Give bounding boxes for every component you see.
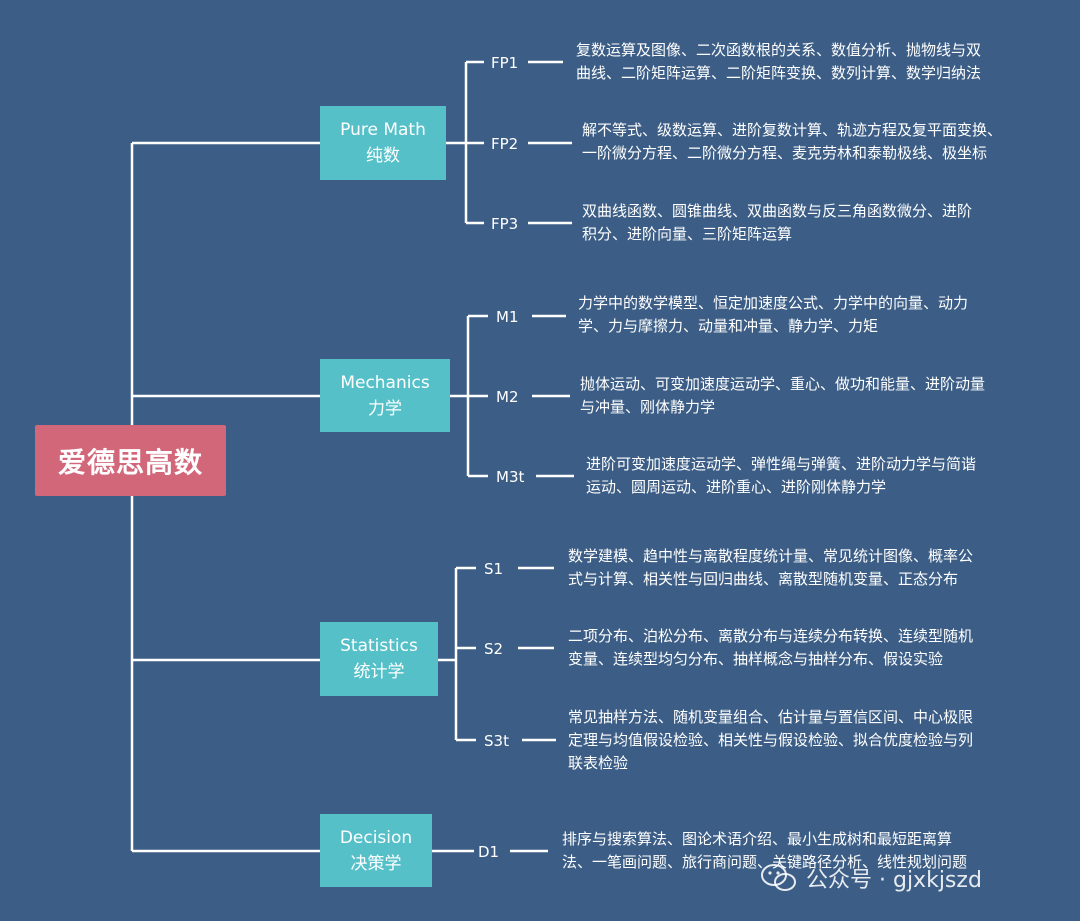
desc-line: 运动、圆周运动、进阶重心、进阶刚体静力学: [586, 478, 887, 496]
desc-line: 进阶可变加速度运动学、弹性绳与弹簧、进阶动力学与简谐: [586, 455, 977, 473]
desc-line: 抛体运动、可变加速度运动学、重心、做功和能量、进阶动量: [580, 375, 986, 393]
module-desc-m3t: 进阶可变加速度运动学、弹性绳与弹簧、进阶动力学与简谐 运动、圆周运动、进阶重心、…: [586, 453, 976, 499]
category-mechanics: Mechanics 力学: [320, 359, 450, 432]
desc-line: 曲线、二阶矩阵运算、二阶矩阵变换、数列计算、数学归纳法: [576, 64, 982, 82]
category-label-zh: 力学: [368, 398, 402, 419]
module-code-fp2: FP2: [491, 135, 519, 153]
module-code-fp1: FP1: [491, 54, 519, 72]
desc-line: 排序与搜索算法、图论术语介绍、最小生成树和最短距离算: [562, 830, 953, 848]
module-desc-fp2: 解不等式、级数运算、进阶复数计算、轨迹方程及复平面变换、 一阶微分方程、二阶微分…: [582, 119, 1002, 165]
desc-line: 一阶微分方程、二阶微分方程、麦克劳林和泰勒极线、极坐标: [582, 144, 988, 162]
desc-line: 联表检验: [568, 754, 629, 772]
module-code-d1: D1: [478, 843, 500, 861]
category-label-en: Mechanics: [340, 372, 430, 393]
desc-line: 法、一笔画问题、旅行商问题、关键路径分析、线性规划问题: [562, 853, 968, 871]
category-label-en: Statistics: [340, 636, 418, 656]
module-code-fp3: FP3: [491, 215, 519, 233]
root-node: 爱德思高数: [35, 425, 226, 496]
desc-line: 双曲线函数、圆锥曲线、双曲函数与反三角函数微分、进阶: [582, 202, 973, 220]
watermark: 公众号 · gjxkjszd: [760, 862, 982, 894]
desc-line: 积分、进阶向量、三阶矩阵运算: [582, 225, 793, 243]
desc-line: 变量、连续型均匀分布、抽样概念与抽样分布、假设实验: [568, 650, 944, 668]
module-code-s3t: S3t: [484, 732, 509, 750]
desc-line: 常见抽样方法、随机变量组合、估计量与置信区间、中心极限: [568, 708, 974, 726]
desc-line: 二项分布、泊松分布、离散分布与连续分布转换、连续型随机: [568, 627, 974, 645]
module-desc-s2: 二项分布、泊松分布、离散分布与连续分布转换、连续型随机 变量、连续型均匀分布、抽…: [568, 625, 973, 671]
module-code-m3t: M3t: [496, 468, 525, 486]
desc-line: 数学建模、趋中性与离散程度统计量、常见统计图像、概率公: [568, 547, 974, 565]
module-code-m2: M2: [496, 388, 519, 406]
wechat-icon: [761, 864, 796, 891]
desc-line: 解不等式、级数运算、进阶复数计算、轨迹方程及复平面变换、: [582, 121, 1003, 139]
category-label-zh: 纯数: [366, 146, 400, 166]
desc-line: 定理与均值假设检验、相关性与假设检验、拟合优度检验与列: [568, 731, 974, 749]
module-desc-d1: 排序与搜索算法、图论术语介绍、最小生成树和最短距离算 法、一笔画问题、旅行商问题…: [562, 828, 967, 874]
watermark-text: 公众号 · gjxkjszd: [806, 868, 982, 893]
desc-line: 学、力与摩擦力、动量和冲量、静力学、力矩: [578, 317, 879, 335]
category-label-en: Pure Math: [340, 120, 426, 140]
module-desc-s1: 数学建模、趋中性与离散程度统计量、常见统计图像、概率公 式与计算、相关性与回归曲…: [568, 545, 973, 591]
module-desc-fp1: 复数运算及图像、二次函数根的关系、数值分析、抛物线与双 曲线、二阶矩阵运算、二阶…: [576, 39, 981, 85]
module-desc-m2: 抛体运动、可变加速度运动学、重心、做功和能量、进阶动量 与冲量、刚体静力学: [580, 373, 985, 419]
category-decision: Decision 决策学: [320, 814, 432, 887]
desc-line: 式与计算、相关性与回归曲线、离散型随机变量、正态分布: [568, 570, 959, 588]
category-pure-math: Pure Math 纯数: [320, 106, 446, 180]
module-code-m1: M1: [496, 308, 519, 326]
desc-line: 力学中的数学模型、恒定加速度公式、力学中的向量、动力: [578, 294, 969, 312]
module-code-s2: S2: [484, 640, 504, 658]
module-desc-m1: 力学中的数学模型、恒定加速度公式、力学中的向量、动力 学、力与摩擦力、动量和冲量…: [578, 292, 968, 338]
category-label-zh: 统计学: [353, 662, 405, 682]
category-label-zh: 决策学: [350, 853, 402, 874]
desc-line: 复数运算及图像、二次函数根的关系、数值分析、抛物线与双: [576, 41, 982, 59]
category-statistics: Statistics 统计学: [320, 622, 438, 696]
module-code-s1: S1: [484, 560, 504, 578]
module-desc-fp3: 双曲线函数、圆锥曲线、双曲函数与反三角函数微分、进阶 积分、进阶向量、三阶矩阵运…: [582, 200, 972, 246]
desc-line: 与冲量、刚体静力学: [580, 398, 716, 416]
module-desc-s3t: 常见抽样方法、随机变量组合、估计量与置信区间、中心极限 定理与均值假设检验、相关…: [568, 706, 973, 775]
category-label-en: Decision: [339, 827, 413, 848]
